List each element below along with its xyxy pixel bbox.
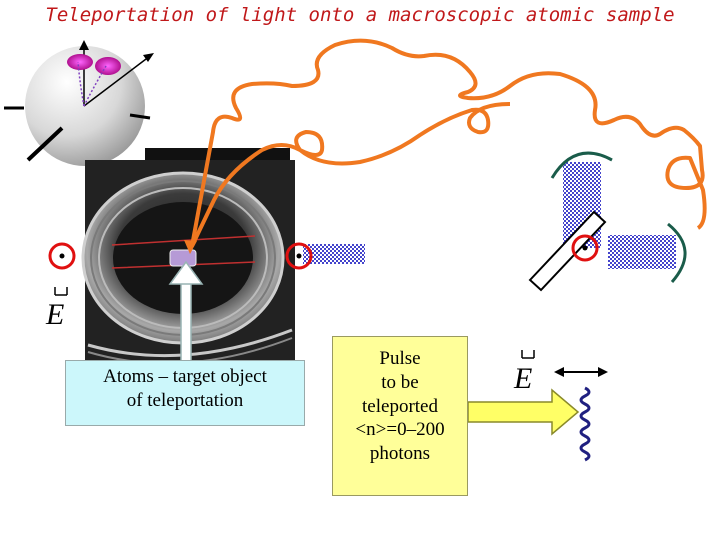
mirror-right bbox=[667, 222, 687, 283]
optical-fiber-branch bbox=[190, 102, 511, 247]
atoms-label-box: Atoms – target object of teleportation bbox=[65, 360, 305, 426]
spin-sphere bbox=[4, 40, 154, 166]
polarization-marker-left bbox=[48, 242, 76, 270]
polarization-double-arrow bbox=[554, 367, 608, 377]
atomic-cell-photo bbox=[81, 148, 295, 365]
efield-vector-mark-left bbox=[54, 287, 68, 296]
efield-vector-mark-right bbox=[521, 350, 535, 359]
atoms-label-line2: of teleportation bbox=[126, 389, 244, 411]
efield-symbol-left: E bbox=[46, 298, 65, 331]
efield-symbol-right: E bbox=[514, 362, 533, 395]
mirror-top bbox=[550, 151, 613, 179]
polarization-marker-splitter bbox=[571, 234, 599, 262]
light-beam-right bbox=[608, 235, 676, 269]
pulse-label-box: Pulse to be teleported <n>=0–200 photons bbox=[332, 336, 468, 496]
pulse-arrow bbox=[467, 388, 580, 436]
pulse-label-line1: Pulse bbox=[379, 348, 421, 369]
beam-splitter bbox=[528, 210, 607, 292]
pulse-label-line2: to be bbox=[381, 371, 419, 393]
pulse-label-line5: photons bbox=[369, 443, 431, 464]
page-title: Teleportation of light onto a macroscopi… bbox=[45, 4, 675, 26]
pulse-label-line3: teleported bbox=[362, 395, 438, 417]
pulse-label-line4: <n>=0–200 bbox=[355, 419, 445, 441]
polarization-marker-cell bbox=[285, 242, 313, 270]
pulse-wave bbox=[579, 386, 591, 462]
light-beam bbox=[303, 244, 365, 264]
atoms-label-line1: Atoms – target object bbox=[103, 366, 267, 387]
optical-fiber bbox=[190, 38, 707, 247]
